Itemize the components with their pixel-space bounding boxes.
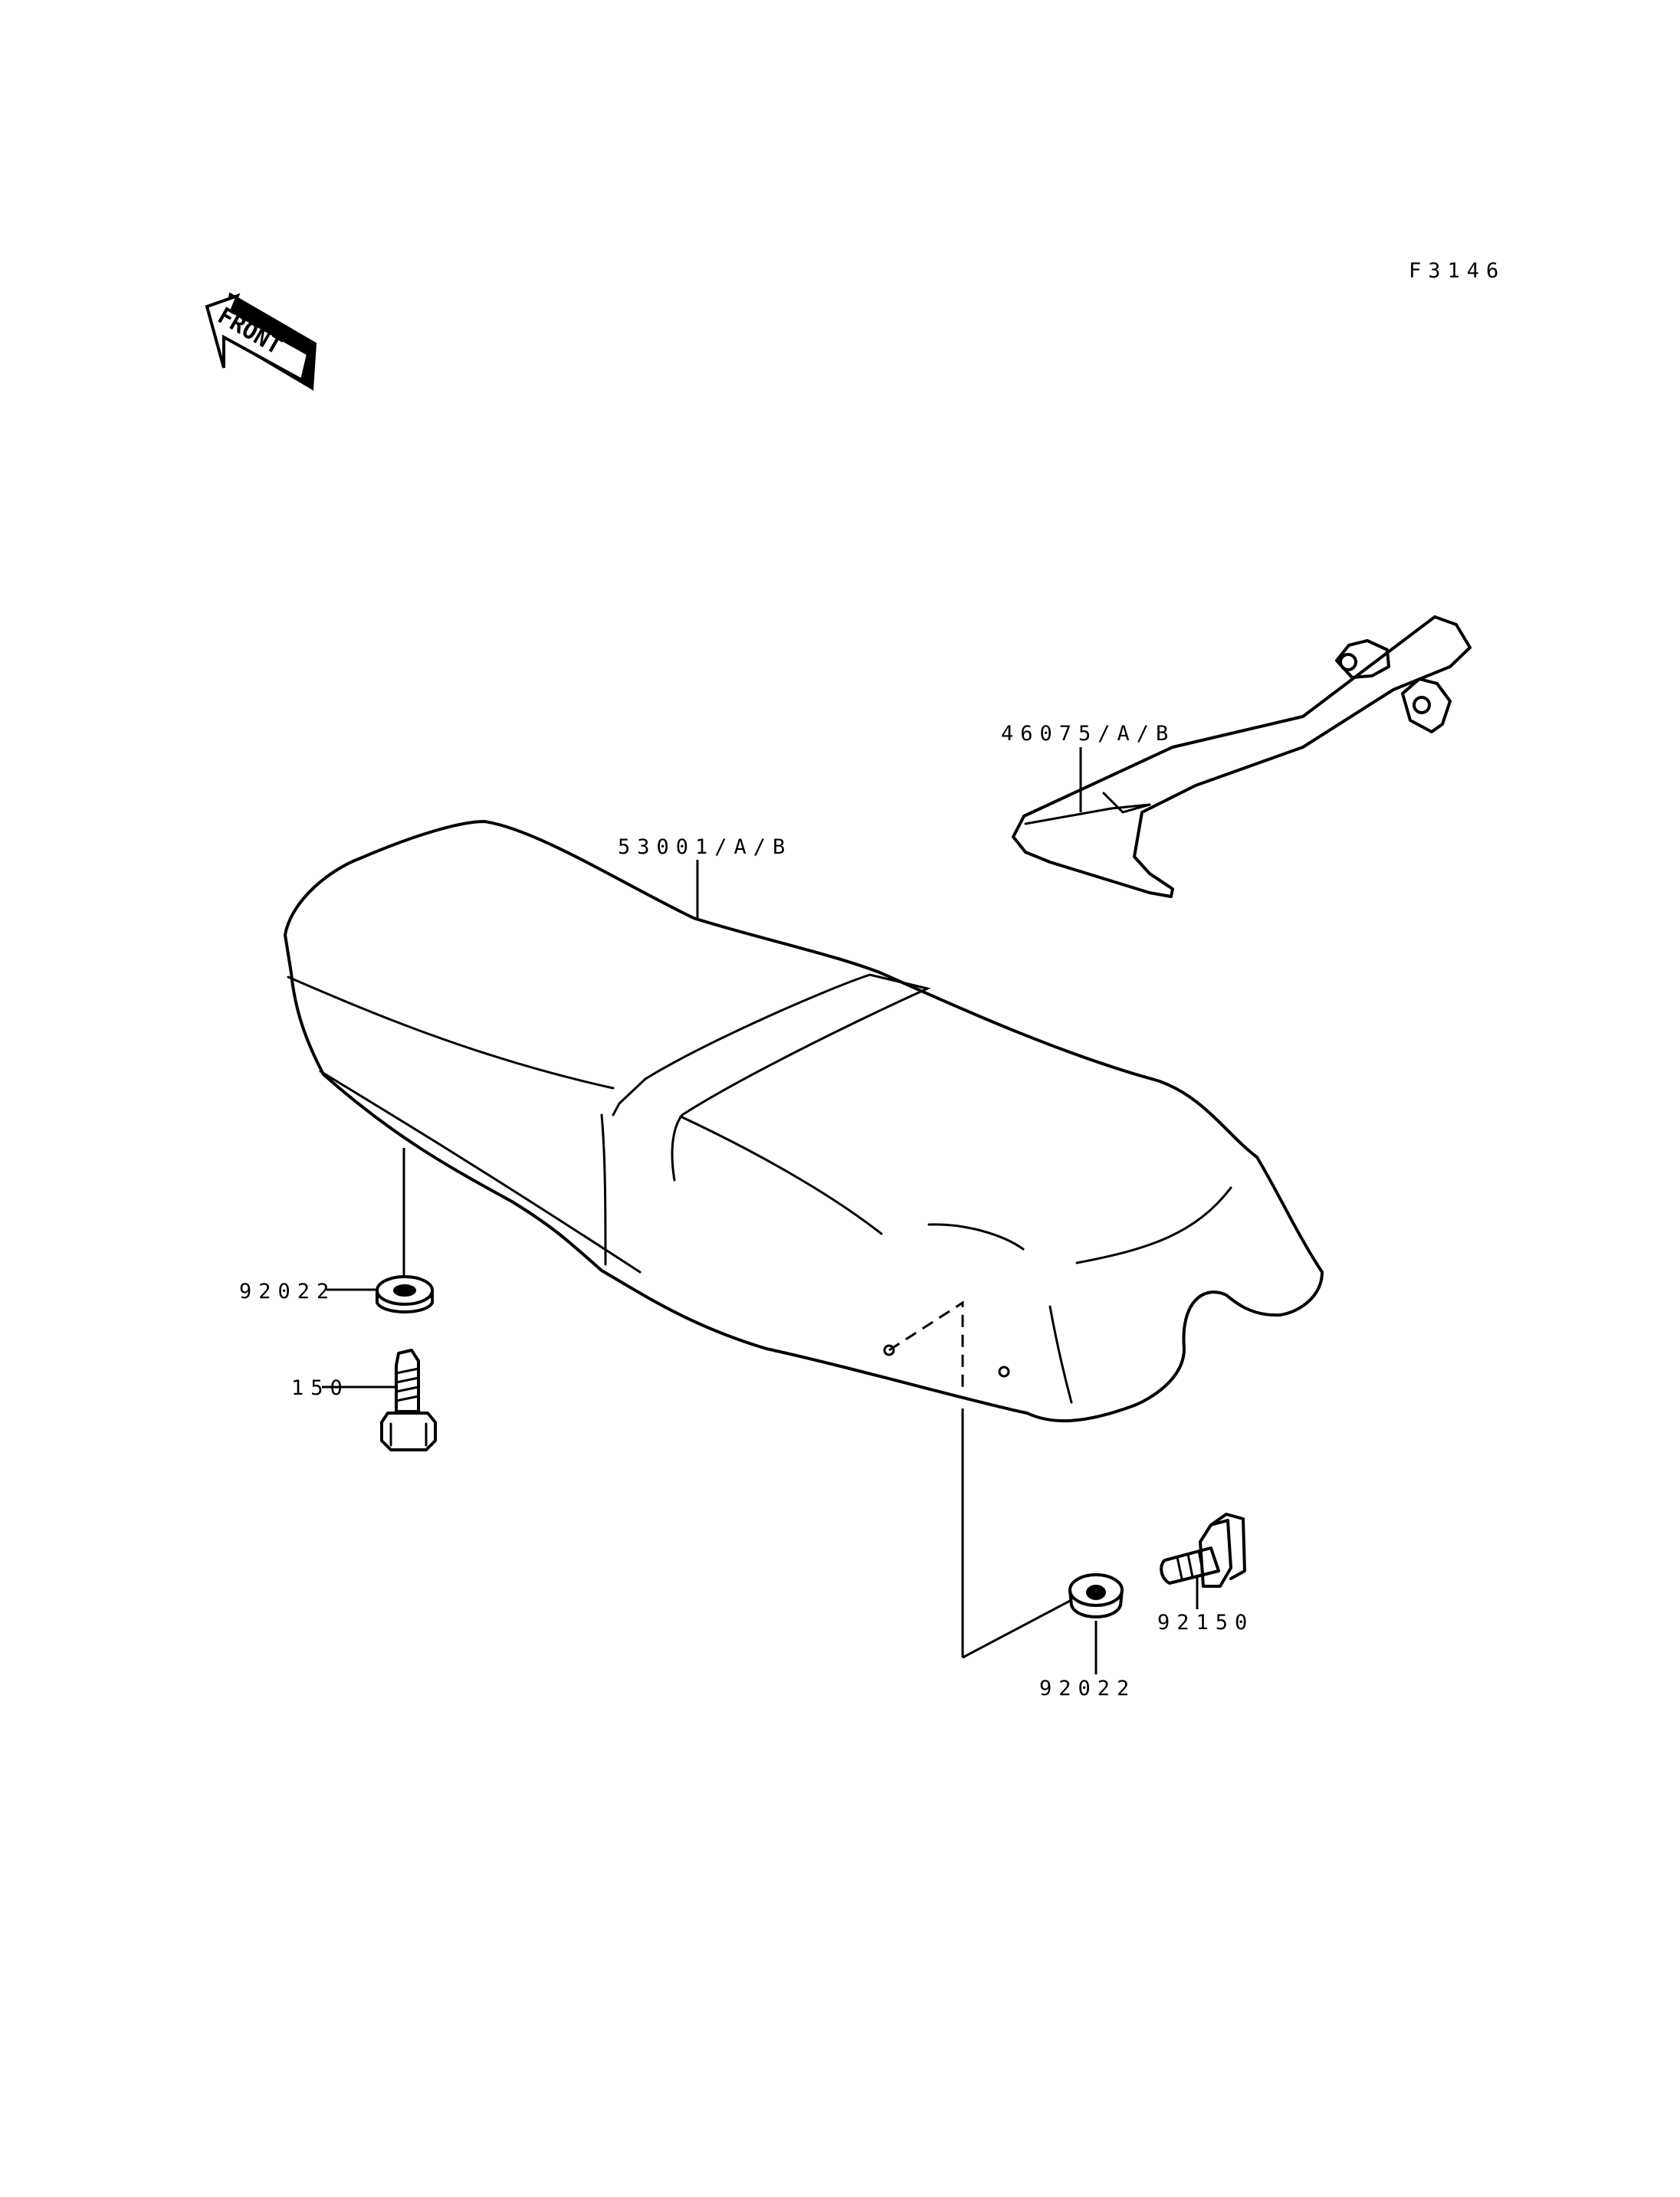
seat xyxy=(284,820,1324,1423)
diagram-code: F3146 xyxy=(1409,259,1505,283)
label-damper-left: 92022 xyxy=(239,1280,336,1303)
leader-lines xyxy=(322,747,1199,1674)
grab-rail xyxy=(1012,615,1472,898)
damper-right xyxy=(1068,1573,1124,1618)
label-damper-right: 92022 xyxy=(1039,1677,1136,1700)
label-bolt-left: 150 xyxy=(291,1376,349,1400)
bolt-right xyxy=(1160,1513,1246,1588)
label-seat: 53001/A/B xyxy=(618,835,792,859)
front-arrow-icon: FRONT xyxy=(205,292,317,391)
damper-left xyxy=(376,1275,434,1313)
bolt-left xyxy=(380,1349,437,1451)
label-grab-rail: 46075/A/B xyxy=(1001,722,1175,746)
label-bolt-right: 92150 xyxy=(1157,1611,1254,1635)
